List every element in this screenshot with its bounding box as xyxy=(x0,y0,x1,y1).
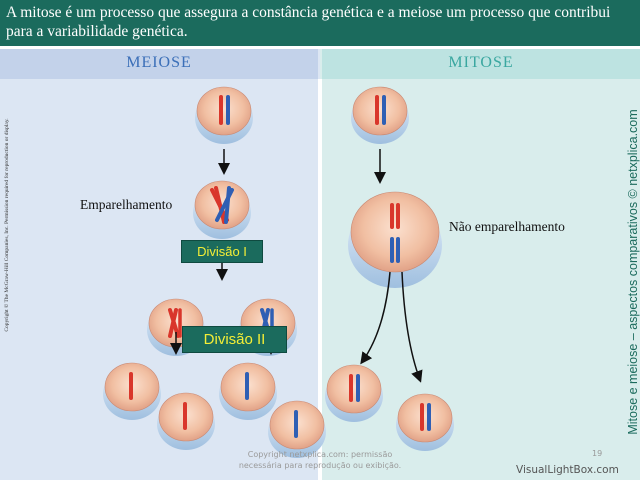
meiose-gamete-4 xyxy=(268,400,326,458)
arrow xyxy=(360,271,391,365)
meiose-gamete-2 xyxy=(157,392,215,450)
header-bar: A mitose é um processo que assegura a co… xyxy=(0,0,640,46)
column-divider xyxy=(318,79,322,480)
mitose-metaphase-cell xyxy=(348,191,442,288)
meiose-gamete-3 xyxy=(219,362,277,420)
arrow xyxy=(401,271,423,383)
meiose-parent-cell xyxy=(195,86,253,144)
blue-chromosome xyxy=(226,95,230,125)
no-pairing-label: Não emparelhamento xyxy=(449,219,565,234)
meiose-title: MEIOSE xyxy=(126,54,192,71)
meiose-gamete-1 xyxy=(103,362,161,420)
footer-copyright-line-2: necessária para reprodução ou exibição. xyxy=(238,461,402,470)
blue-chromosome xyxy=(224,186,231,224)
red-chromosome xyxy=(214,186,226,224)
mitose-daughter-cell-1 xyxy=(325,364,383,422)
footer-copyright: Copyright netxplica.com: permissão neces… xyxy=(200,449,440,471)
mitose-daughter-cell-2 xyxy=(396,393,454,451)
meiose-pairing-cell xyxy=(193,180,251,239)
mitose-column-header: MITOSE xyxy=(322,49,640,79)
division-2-box: Divisão II xyxy=(182,326,287,353)
footer-copyright-line-1: Copyright netxplica.com: permissão xyxy=(247,450,393,459)
division-1-box: Divisão I xyxy=(181,240,263,263)
mitose-parent-cell xyxy=(351,86,409,144)
header-text: A mitose é um processo que assegura a co… xyxy=(6,4,611,40)
red-chromosome xyxy=(219,95,223,125)
mitose-title: MITOSE xyxy=(448,54,514,71)
side-copyright-text: Copyright © The McGraw-Hill Companies, I… xyxy=(4,118,10,332)
page-number: 19 xyxy=(592,449,603,458)
pairing-label: Emparelhamento xyxy=(80,197,173,212)
watermark-text: VisualLightBox.com xyxy=(516,464,619,476)
side-title-text: Mitose e meiose – aspectos comparativos … xyxy=(626,109,640,435)
meiose-column-header: MEIOSE xyxy=(0,49,318,79)
